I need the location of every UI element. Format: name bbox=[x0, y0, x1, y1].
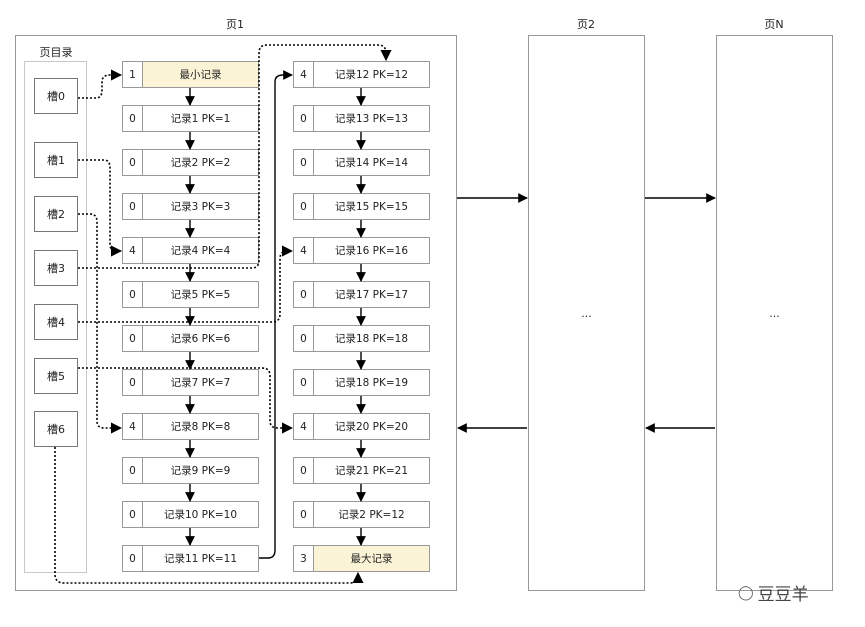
slot0-pointer bbox=[78, 69, 123, 99]
record-label: 最小记录 bbox=[143, 62, 258, 87]
right-record-10: 0 记录2 PK=12 bbox=[293, 501, 430, 528]
record-label: 记录13 PK=13 bbox=[334, 113, 409, 125]
record-owned-count: 0 bbox=[123, 370, 143, 395]
right-record-4: 4 记录16 PK=16 bbox=[293, 237, 430, 264]
slot-1: 槽1 bbox=[34, 142, 78, 178]
record-label: 记录6 PK=6 bbox=[170, 333, 231, 345]
record-owned-count: 0 bbox=[294, 282, 314, 307]
slot-5: 槽5 bbox=[34, 358, 78, 394]
record-label: 记录11 PK=11 bbox=[163, 553, 238, 565]
record-label: 记录2 PK=12 bbox=[338, 509, 405, 521]
page2-ellipsis: ... bbox=[581, 307, 592, 320]
record-owned-count: 0 bbox=[123, 194, 143, 219]
record-label: 记录18 PK=18 bbox=[334, 333, 409, 345]
record-label: 记录14 PK=14 bbox=[334, 157, 409, 169]
left-record-4: 4 记录4 PK=4 bbox=[122, 237, 259, 264]
wechat-icon: ◯ bbox=[738, 584, 754, 601]
record-label: 最大记录 bbox=[314, 546, 429, 571]
record-label: 记录17 PK=17 bbox=[334, 289, 409, 301]
slot-2: 槽2 bbox=[34, 196, 78, 232]
left-record-3: 0 记录3 PK=3 bbox=[122, 193, 259, 220]
slot-4: 槽4 bbox=[34, 304, 78, 340]
page2-frame bbox=[528, 35, 645, 591]
slot3-pointer bbox=[78, 44, 392, 269]
pageN-ellipsis: ... bbox=[769, 307, 780, 320]
slot-6: 槽6 bbox=[34, 411, 78, 447]
left-record-6: 0 记录6 PK=6 bbox=[122, 325, 259, 352]
slot-0: 槽0 bbox=[34, 78, 78, 114]
record-label: 记录8 PK=8 bbox=[170, 421, 231, 433]
record-owned-count: 3 bbox=[294, 546, 314, 571]
record-owned-count: 4 bbox=[123, 414, 143, 439]
record-label: 记录12 PK=12 bbox=[334, 69, 409, 81]
record-label: 记录20 PK=20 bbox=[334, 421, 409, 433]
left-record-8: 4 记录8 PK=8 bbox=[122, 413, 259, 440]
record-label: 记录9 PK=9 bbox=[170, 465, 231, 477]
slot4-pointer bbox=[78, 245, 294, 323]
right-record-2: 0 记录14 PK=14 bbox=[293, 149, 430, 176]
right-record-6: 0 记录18 PK=18 bbox=[293, 325, 430, 352]
record-owned-count: 4 bbox=[294, 238, 314, 263]
record-label: 记录1 PK=1 bbox=[170, 113, 231, 125]
slot2-pointer bbox=[78, 213, 123, 434]
record-label: 记录4 PK=4 bbox=[170, 245, 231, 257]
record-owned-count: 0 bbox=[294, 458, 314, 483]
record-owned-count: 0 bbox=[294, 150, 314, 175]
left-record-5: 0 记录5 PK=5 bbox=[122, 281, 259, 308]
record-label: 记录7 PK=7 bbox=[170, 377, 231, 389]
record-owned-count: 4 bbox=[123, 238, 143, 263]
slot6-pointer bbox=[54, 447, 364, 584]
left-record-1: 0 记录1 PK=1 bbox=[122, 105, 259, 132]
watermark-text: 豆豆羊 bbox=[757, 585, 809, 605]
record-owned-count: 0 bbox=[123, 282, 143, 307]
page2-title: 页2 bbox=[577, 18, 595, 31]
record-owned-count: 0 bbox=[123, 546, 143, 571]
record-owned-count: 0 bbox=[123, 326, 143, 351]
left-record-10: 0 记录10 PK=10 bbox=[122, 501, 259, 528]
record-owned-count: 0 bbox=[294, 194, 314, 219]
left-record-11: 0 记录11 PK=11 bbox=[122, 545, 259, 572]
record-label: 记录15 PK=15 bbox=[334, 201, 409, 213]
left-record-2: 0 记录2 PK=2 bbox=[122, 149, 259, 176]
record-label: 记录16 PK=16 bbox=[334, 245, 409, 257]
record-label: 记录10 PK=10 bbox=[163, 509, 238, 521]
right-record-0: 4 记录12 PK=12 bbox=[293, 61, 430, 88]
record-label: 记录18 PK=19 bbox=[334, 377, 409, 389]
right-record-1: 0 记录13 PK=13 bbox=[293, 105, 430, 132]
record-owned-count: 0 bbox=[123, 106, 143, 131]
record-label: 记录21 PK=21 bbox=[334, 465, 409, 477]
record-owned-count: 0 bbox=[294, 106, 314, 131]
record-owned-count: 0 bbox=[294, 326, 314, 351]
record-owned-count: 4 bbox=[294, 62, 314, 87]
record-label: 记录2 PK=2 bbox=[170, 157, 231, 169]
page1-title: 页1 bbox=[226, 18, 244, 31]
record-label: 记录3 PK=3 bbox=[170, 201, 231, 213]
slot1-pointer bbox=[78, 159, 123, 257]
record-owned-count: 1 bbox=[123, 62, 143, 87]
record-label: 记录5 PK=5 bbox=[170, 289, 231, 301]
pageN-frame bbox=[716, 35, 833, 591]
record-owned-count: 4 bbox=[294, 414, 314, 439]
watermark: ◯ 豆豆羊 bbox=[738, 580, 809, 606]
record-owned-count: 0 bbox=[123, 150, 143, 175]
record-owned-count: 0 bbox=[123, 502, 143, 527]
record-owned-count: 0 bbox=[294, 502, 314, 527]
right-record-9: 0 记录21 PK=21 bbox=[293, 457, 430, 484]
slot5-pointer bbox=[78, 367, 294, 434]
record-owned-count: 0 bbox=[294, 370, 314, 395]
pageN-title: 页N bbox=[764, 18, 784, 31]
page-directory-title: 页目录 bbox=[39, 46, 73, 59]
record-owned-count: 0 bbox=[123, 458, 143, 483]
slot-3: 槽3 bbox=[34, 250, 78, 286]
record11-to-record12-arrow bbox=[259, 70, 293, 559]
